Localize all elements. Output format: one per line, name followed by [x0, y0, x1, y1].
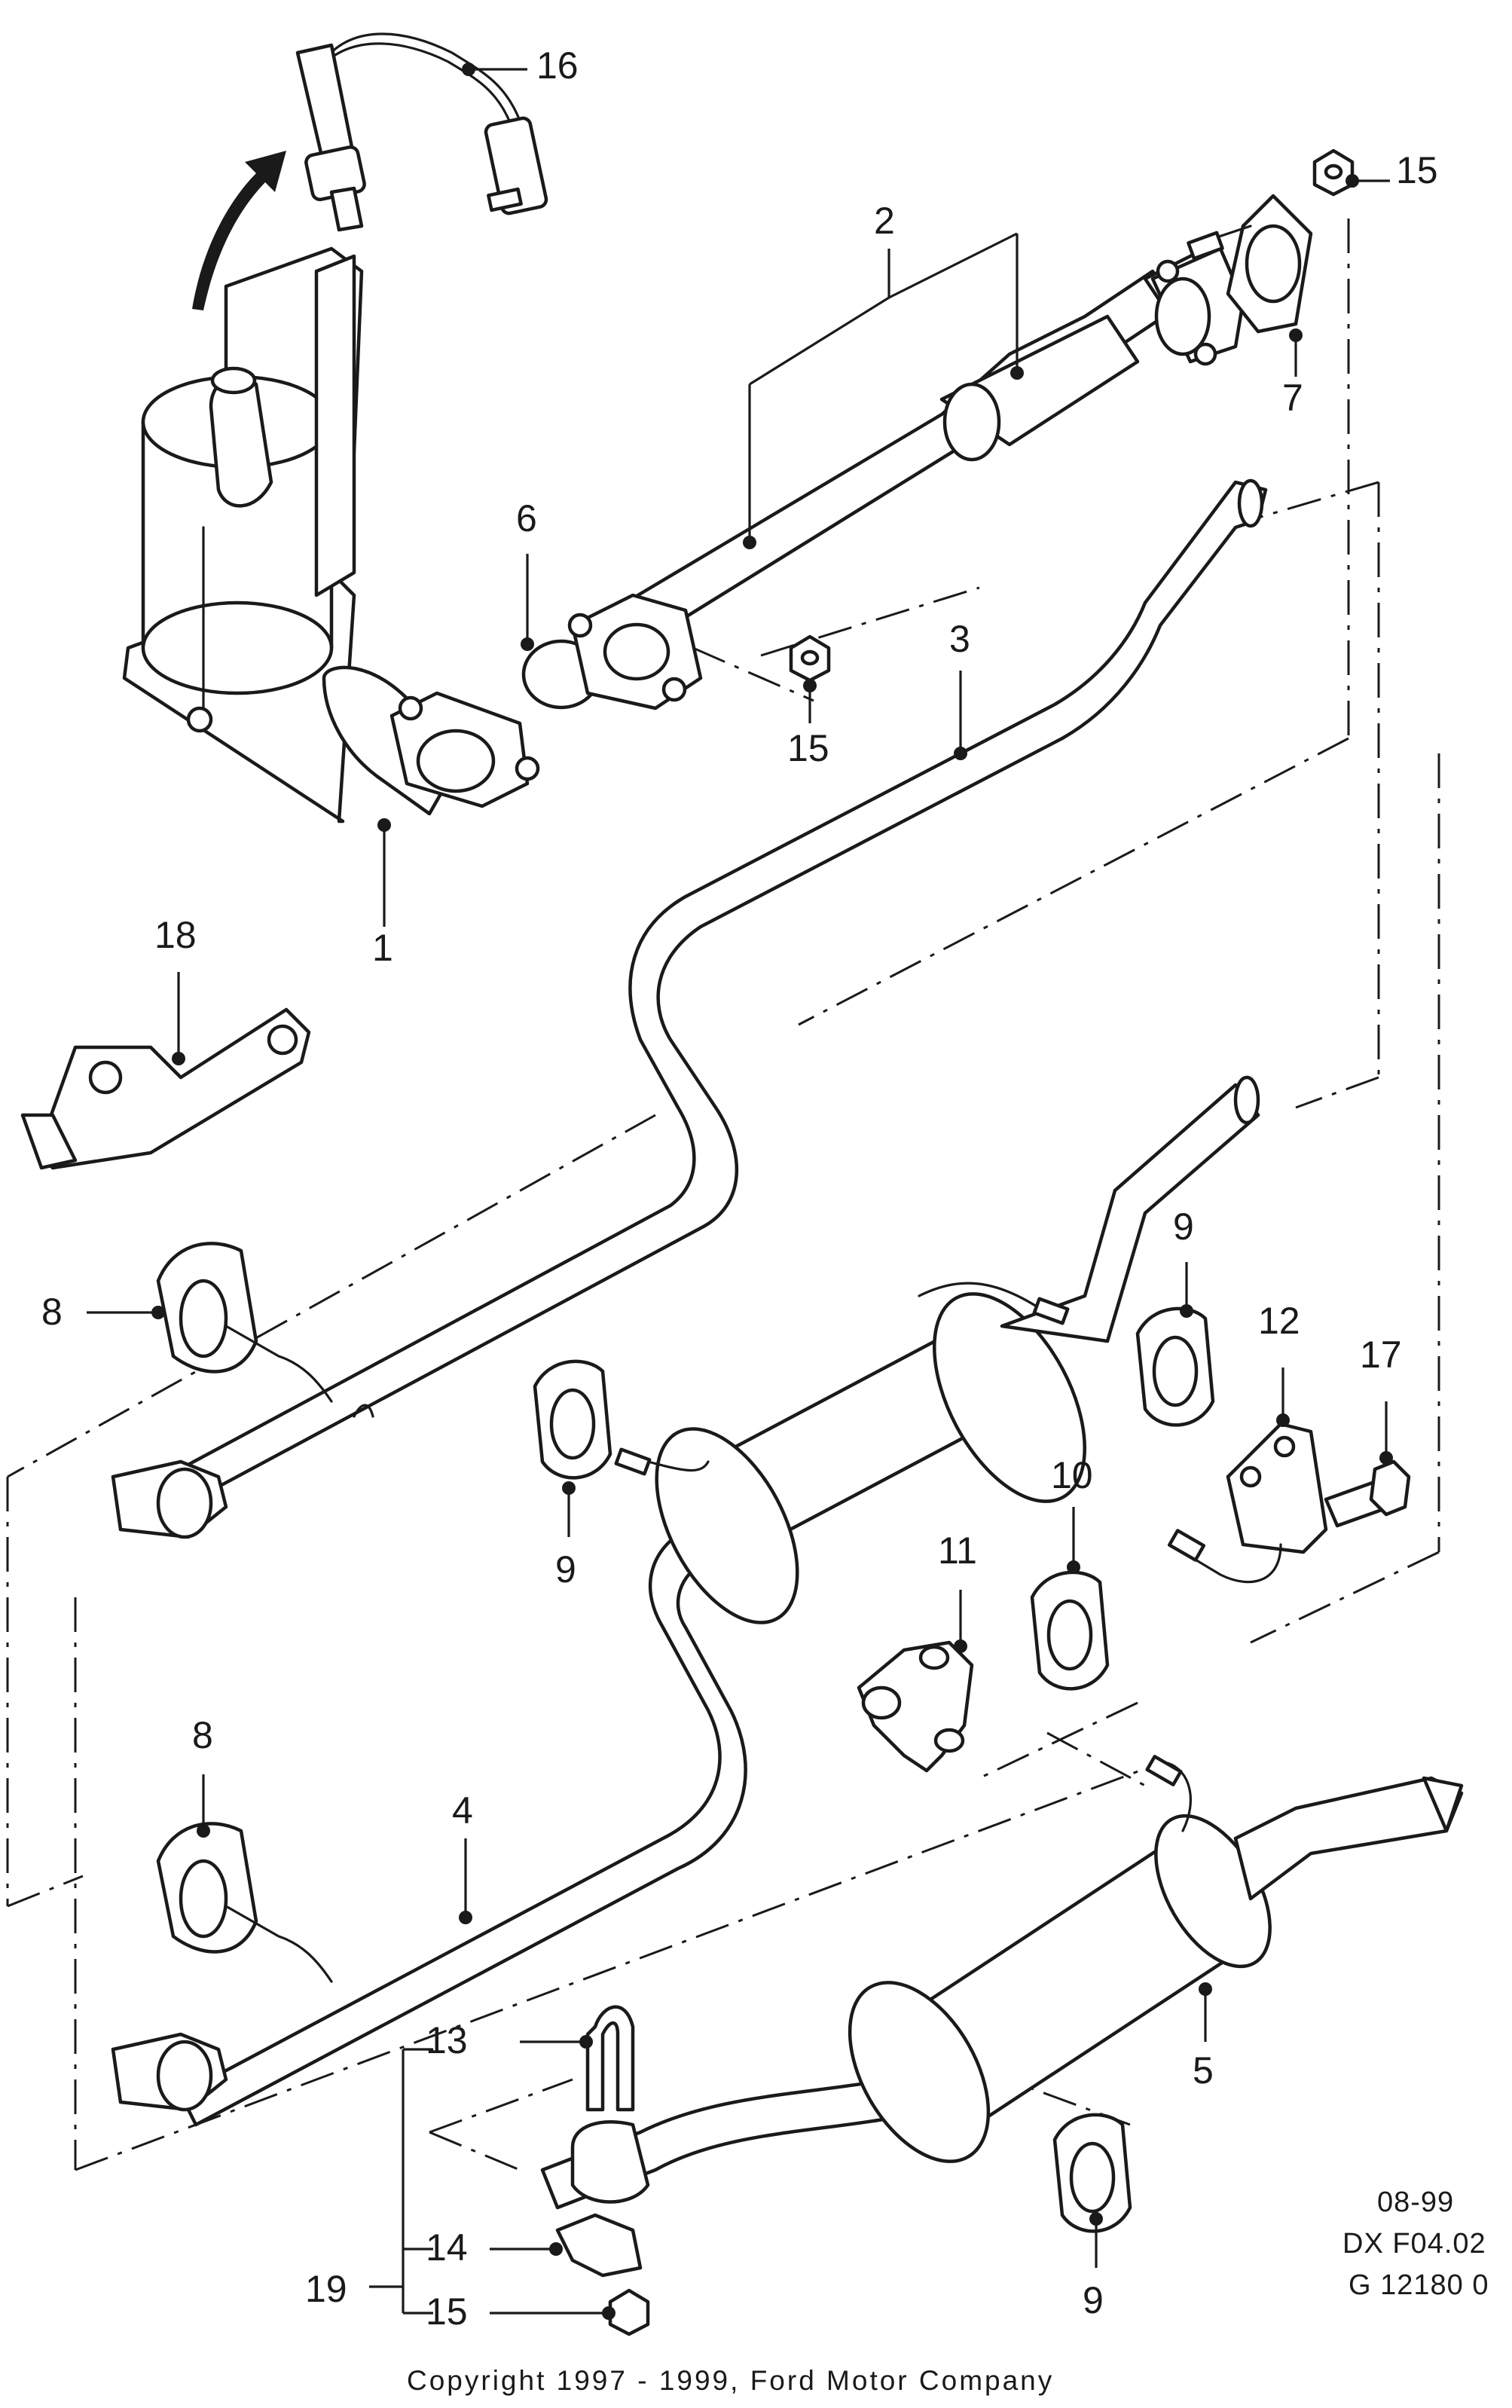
flange-gasket — [1187, 194, 1313, 334]
rubber-mount-8-lower — [156, 1822, 333, 1983]
bolt — [1324, 1459, 1411, 1528]
intermediate-pipe — [111, 478, 1268, 1539]
reference-date: 08-99 — [1377, 2186, 1454, 2218]
callout-13: 13 — [426, 2019, 468, 2061]
callout-8-lower: 8 — [192, 1714, 213, 1756]
callout-14: 14 — [426, 2226, 468, 2269]
u-bolt-clamp — [555, 2005, 650, 2336]
rubber-mount-9-left — [533, 1359, 612, 1480]
callout-9-right: 9 — [1173, 1206, 1194, 1248]
copyright-footer: Copyright 1997 - 1999, Ford Motor Compan… — [407, 2365, 1054, 2396]
callout-16: 16 — [536, 44, 579, 87]
callout-11: 11 — [938, 1529, 977, 1572]
rubber-mount-8-upper — [156, 1242, 333, 1403]
callout-labels: 16 15 2 7 6 15 3 1 18 8 9 12 17 9 10 11 … — [41, 44, 1438, 2333]
callout-4: 4 — [452, 1789, 473, 1832]
callout-19: 19 — [305, 2268, 347, 2310]
rubber-mount-9-bottom — [1052, 2113, 1132, 2233]
bracket — [20, 1007, 311, 1170]
callout-6: 6 — [516, 497, 537, 539]
nut-top-right — [1312, 148, 1355, 197]
reference-block: 08-99 DX F04.02 G 12180 0 — [1342, 2186, 1489, 2301]
reference-figure: G 12180 0 — [1349, 2269, 1489, 2301]
callout-5: 5 — [1193, 2049, 1214, 2092]
callout-9-left: 9 — [555, 1548, 576, 1591]
callout-15-top: 15 — [1396, 149, 1438, 191]
callout-8-upper: 8 — [41, 1291, 63, 1333]
center-silencer-pipe — [111, 1075, 1260, 2127]
leader-lines — [87, 63, 1393, 2320]
callout-15-center: 15 — [787, 727, 829, 769]
callout-2: 2 — [874, 200, 895, 242]
hanger-bracket — [857, 1640, 974, 1773]
front-pipe — [567, 246, 1245, 710]
callout-1: 1 — [372, 927, 393, 969]
callout-9-bottom: 9 — [1083, 2279, 1104, 2321]
callout-12: 12 — [1258, 1300, 1300, 1342]
rubber-mount-9-right — [1135, 1306, 1215, 1427]
callout-18: 18 — [154, 914, 197, 956]
nut-center — [789, 634, 831, 683]
callout-3: 3 — [949, 618, 970, 660]
oxygen-sensor — [295, 32, 548, 232]
arrow-icon — [192, 151, 286, 310]
exhaust-manifold-converter — [122, 246, 540, 824]
reference-code: DX F04.02 — [1342, 2228, 1486, 2260]
callout-15-bottom: 15 — [426, 2290, 468, 2333]
rear-silencer — [540, 1755, 1464, 2210]
callout-17: 17 — [1360, 1334, 1402, 1376]
callout-7: 7 — [1282, 377, 1303, 419]
heat-plate — [1167, 1422, 1328, 1584]
callout-10: 10 — [1051, 1454, 1093, 1496]
rubber-mount-10 — [1030, 1570, 1110, 1691]
